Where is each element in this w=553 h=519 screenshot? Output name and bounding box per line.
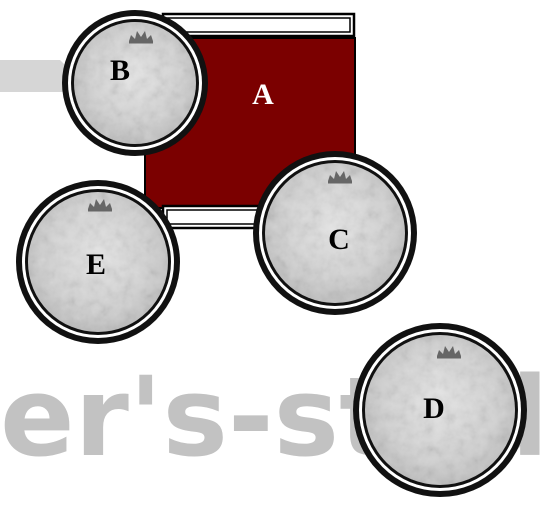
- floor-tom-e: E: [16, 180, 180, 344]
- tom-b-label: B: [110, 54, 130, 87]
- bass-drum-top-hoop-inner: [167, 18, 350, 32]
- tom-c: C: [253, 151, 417, 315]
- bass-drum-label: A: [252, 78, 274, 111]
- tom-b: B: [62, 10, 208, 156]
- tom-c-label: C: [328, 223, 350, 256]
- floor-tom-d-label: D: [423, 392, 445, 425]
- floor-tom-d: D: [353, 323, 527, 497]
- floor-tom-e-label: E: [86, 248, 106, 281]
